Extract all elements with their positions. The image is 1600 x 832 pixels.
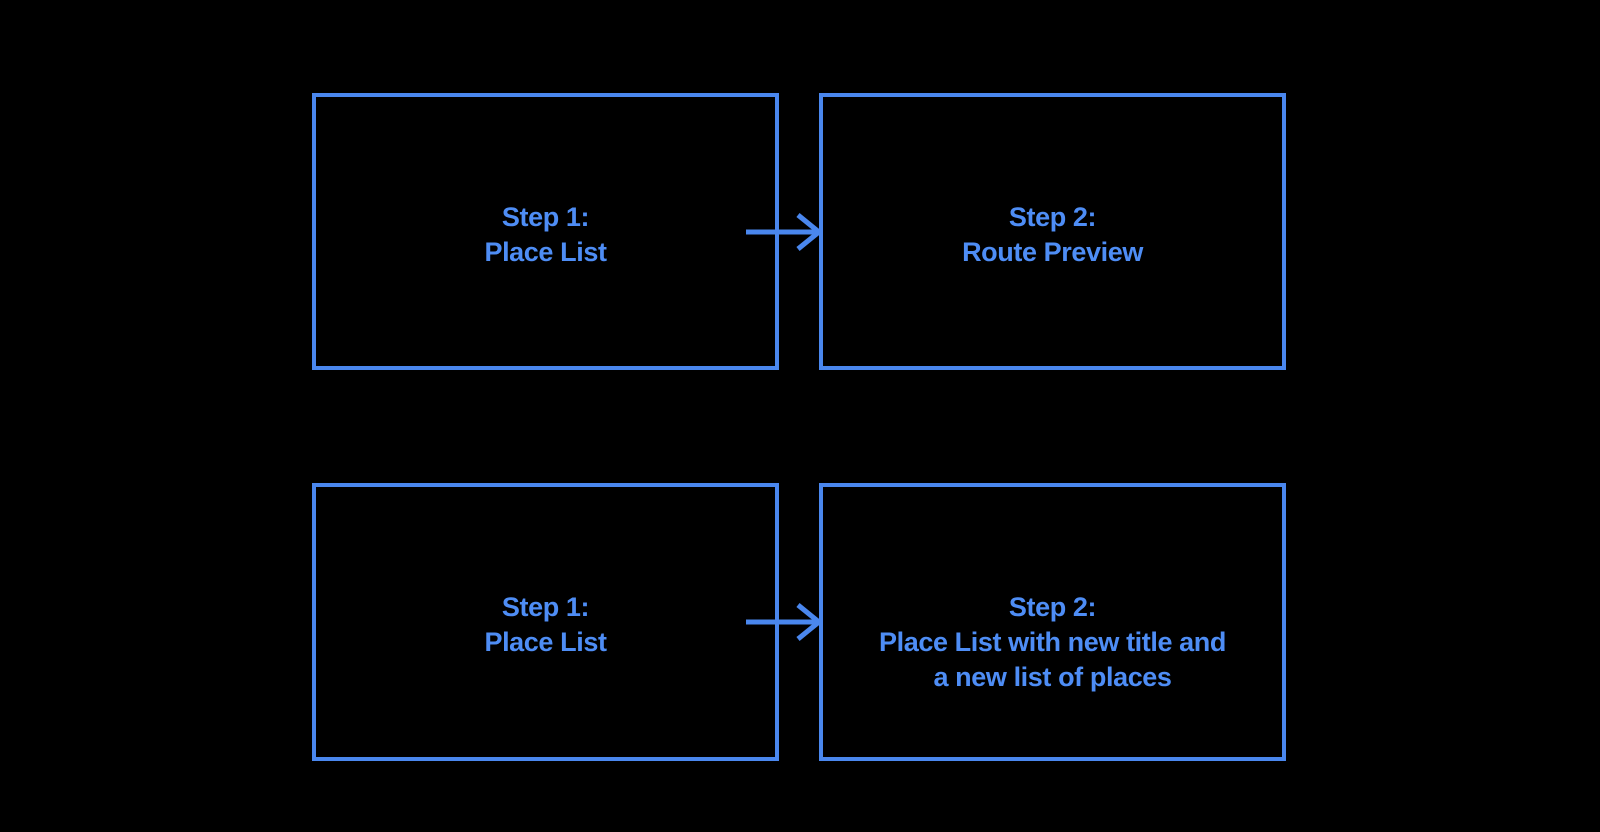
label-line: Place List bbox=[484, 627, 607, 657]
flow-box-label: Step 1: Place List bbox=[316, 200, 775, 270]
flow-box-label: Step 1: Place List bbox=[316, 590, 775, 660]
label-line: Route Preview bbox=[962, 237, 1143, 267]
label-line: Place List bbox=[484, 237, 607, 267]
flow-box-step2-new-place-list: Step 2: Place List with new title and a … bbox=[819, 483, 1286, 761]
arrow-right-icon bbox=[746, 603, 822, 641]
label-line: Step 1: bbox=[501, 202, 590, 232]
flow-box-label: Step 2: Place List with new title and a … bbox=[823, 590, 1282, 695]
label-line: Step 2: bbox=[1008, 202, 1097, 232]
flow-box-label: Step 2: Route Preview bbox=[823, 200, 1282, 270]
label-line: Place List with new title and bbox=[879, 627, 1226, 657]
flow-box-step2-route-preview: Step 2: Route Preview bbox=[819, 93, 1286, 370]
label-line: Step 1: bbox=[501, 592, 590, 622]
arrow-right-icon bbox=[746, 213, 822, 251]
label-line: a new list of places bbox=[933, 662, 1172, 692]
flow-box-step1-place-list-bottom: Step 1: Place List bbox=[312, 483, 779, 761]
label-line: Step 2: bbox=[1008, 592, 1097, 622]
flow-box-step1-place-list-top: Step 1: Place List bbox=[312, 93, 779, 370]
